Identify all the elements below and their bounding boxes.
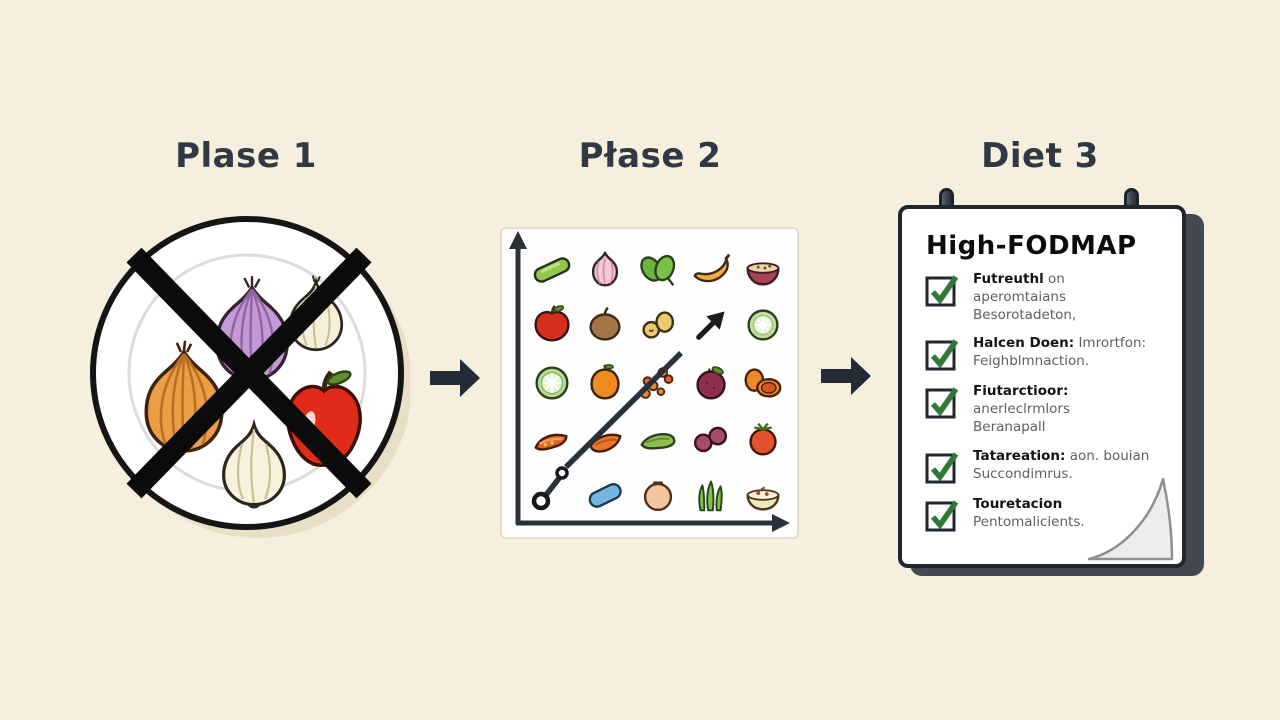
blueberry-icon <box>582 472 628 518</box>
green-checkbox-icon <box>925 275 959 307</box>
peach-icon <box>635 472 681 518</box>
cucumber-icon <box>529 247 575 293</box>
mangosteen-icon <box>688 360 734 406</box>
garlic-pink-icon <box>582 247 628 293</box>
berry-sprig-icon <box>635 360 681 406</box>
fodmap-clipboard: High-FODMAP Futreuthl on aperomtaians Be… <box>898 186 1218 590</box>
up-arrow-icon <box>688 302 734 348</box>
right-arrow-icon <box>821 357 871 395</box>
banana-icon <box>688 247 734 293</box>
checklist-item-text: Fiutarctioor: anerleclrmlors Beranapall <box>973 383 1070 436</box>
cucumber-slice-icon <box>740 302 786 348</box>
phase-2-title: Płase 2 <box>578 136 722 176</box>
green-checkbox-icon <box>925 339 959 371</box>
white-garlic-icon <box>222 418 286 509</box>
purple-berries-icon <box>688 416 734 462</box>
checklist-item-text: Tatareation: aon. bouian Succondimrus. <box>973 447 1150 482</box>
bowl-cream-icon <box>740 472 786 518</box>
forbidden-foods-plate <box>90 216 410 538</box>
green-checkbox-icon <box>925 500 959 532</box>
zucchini-icon <box>635 416 681 462</box>
clipboard-page: High-FODMAP Futreuthl on aperomtaians Be… <box>898 205 1186 568</box>
checklist-item: Fiutarctioor: anerleclrmlors Beranapall <box>924 383 1168 436</box>
green-checkbox-icon <box>925 452 959 484</box>
checklist-item: Halcen Doen: Imrortfon: Feighblmnaction. <box>924 335 1168 372</box>
kiwi-icon <box>582 302 628 348</box>
cross-out-x-icon <box>126 247 372 499</box>
orange-halves-icon <box>740 360 786 406</box>
bok-choy-icon <box>688 472 734 518</box>
checklist-item-text: Halcen Doen: Imrortfon: Feighblmnaction. <box>973 335 1147 370</box>
checklist-item-text: Futreuthl on aperomtaians Besorotadeton, <box>973 271 1077 323</box>
checklist-item: Tatareation: aon. bouian Succondimrus. <box>924 448 1168 485</box>
spinach-leaves-icon <box>635 247 681 293</box>
right-arrow-icon <box>430 359 480 397</box>
apple-red-icon <box>529 302 575 348</box>
checklist-item: Futreuthl on aperomtaians Besorotadeton, <box>924 271 1168 324</box>
reintroduction-chart <box>500 227 799 539</box>
y-axis-arrow-icon <box>509 231 527 249</box>
page-curl-icon <box>1087 477 1174 561</box>
checklist-item-text: Touretacion Pentomalicients. <box>973 495 1085 530</box>
checklist-item: Touretacion Pentomalicients. <box>924 496 1168 533</box>
green-checkbox-icon <box>925 387 959 419</box>
bowl-red-icon <box>740 247 786 293</box>
persimmon-icon <box>582 360 628 406</box>
checklist-title: High-FODMAP <box>926 231 1137 261</box>
phase-3-title: Diet 3 <box>981 136 1099 176</box>
tomato-icon <box>740 416 786 462</box>
orange-crescent-icon <box>582 416 628 462</box>
chickpeas-icon <box>635 302 681 348</box>
phase-1-title: Plase 1 <box>175 136 317 176</box>
pepper-slices-icon <box>529 416 575 462</box>
lime-slice-icon <box>529 360 575 406</box>
